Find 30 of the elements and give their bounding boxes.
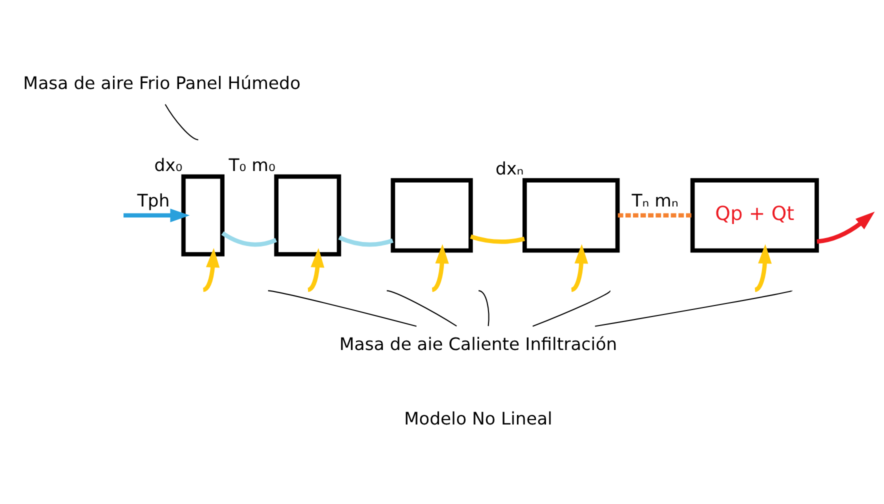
connector (268, 290, 417, 326)
arrow (202, 247, 220, 292)
connector (470, 234, 525, 244)
node-box (274, 174, 342, 256)
connector (532, 290, 610, 326)
arrow (432, 244, 449, 292)
connector (618, 212, 692, 218)
node-text: Masa de aie Caliente Infiltración (339, 334, 618, 354)
label: Modelo No Lineal (404, 408, 552, 429)
connector (594, 290, 792, 326)
connector (386, 290, 457, 326)
node-box (181, 174, 224, 256)
connector (338, 235, 394, 246)
connector (221, 230, 277, 246)
node-label: dxₙ (496, 159, 524, 180)
edge-label: Tₙ mₙ (632, 191, 678, 212)
arrow (816, 211, 875, 244)
node-box: Qp + Qt (690, 178, 819, 252)
connector (164, 104, 198, 140)
node-box (390, 178, 473, 252)
connector (478, 290, 490, 326)
arrow (307, 247, 324, 292)
edge-label: Tph (137, 191, 170, 212)
node-label: T₀ m₀ (228, 155, 276, 176)
arrow (570, 244, 588, 292)
node-label: dx₀ (154, 155, 182, 176)
arrow (124, 208, 190, 222)
node-text: Masa de aire Frio Panel Húmedo (23, 73, 301, 94)
arrow (754, 244, 772, 292)
node-box (522, 178, 620, 252)
